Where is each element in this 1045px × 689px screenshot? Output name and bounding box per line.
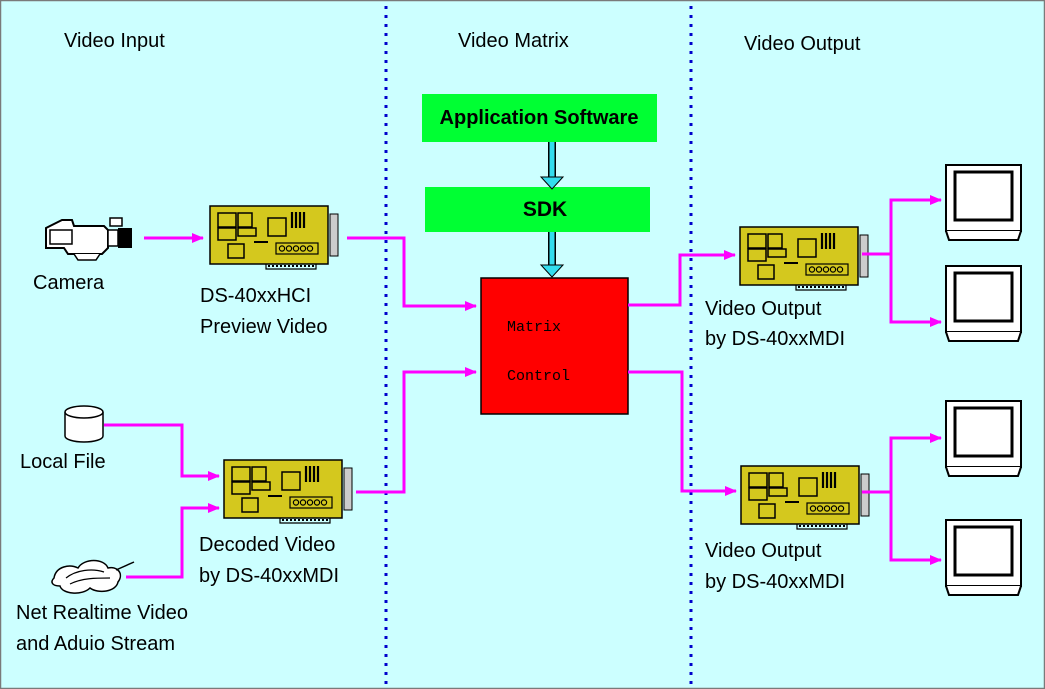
preview-card-label-line1: DS-40xxHCI	[200, 285, 311, 307]
local-file-label: Local File	[20, 451, 106, 473]
decoder-card-icon	[222, 458, 354, 525]
output-card-1-label-line1: Video Output	[705, 298, 822, 320]
sdk-box	[425, 187, 650, 232]
monitor-icon-2	[944, 264, 1023, 343]
camera-label: Camera	[33, 272, 105, 294]
matrix-control-box	[480, 277, 629, 415]
matrix-to-output2-connector	[628, 370, 737, 496]
output-card-2-label-line2: by DS-40xxMDI	[705, 571, 845, 593]
preview-card-icon	[208, 204, 340, 271]
preview-card-label-line2: Preview Video	[200, 316, 327, 338]
output-card-1-label-line2: by DS-40xxMDI	[705, 328, 845, 350]
monitor-icon-3	[944, 399, 1023, 478]
decoder-card-label-line1: Decoded Video	[199, 534, 335, 556]
matrix-control-label-line1: Matrix	[507, 319, 561, 336]
net-to-decoder-connector	[126, 503, 220, 579]
section-video-matrix: Video Matrix	[458, 30, 569, 52]
output-card-icon-2	[739, 464, 871, 531]
output1-to-monitor2-connector	[889, 254, 942, 327]
decoder-card-label-line2: by DS-40xxMDI	[199, 565, 339, 587]
net-stream-label-line1: Net Realtime Video	[16, 602, 188, 624]
output-card-2-label-line1: Video Output	[705, 540, 822, 562]
matrix-to-output1-connector	[628, 250, 736, 307]
monitor-icon-4	[944, 518, 1023, 597]
preview-to-matrix-connector	[347, 236, 477, 311]
matrix-control-label-line2: Control	[507, 368, 570, 385]
output2-to-monitor4-connector	[889, 492, 942, 565]
sdk-label: SDK	[523, 198, 567, 221]
net-stream-label-line2: and Aduio Stream	[16, 633, 175, 655]
localfile-to-decoder-connector	[104, 423, 220, 481]
camera-icon	[45, 217, 132, 261]
output1-to-monitor1-connector	[862, 195, 942, 256]
application-software-label: Application Software	[440, 107, 639, 129]
sdk-to-matrix-arrow	[539, 232, 565, 278]
section-video-output: Video Output	[744, 33, 861, 55]
decoder-to-matrix-connector	[356, 367, 477, 494]
monitor-icon-1	[944, 163, 1023, 242]
application-software-box	[422, 94, 657, 142]
database-icon	[64, 405, 104, 443]
output-card-icon-1	[738, 225, 870, 292]
app-to-sdk-arrow	[539, 142, 565, 190]
network-icon	[51, 559, 135, 594]
output2-to-monitor3-connector	[862, 433, 942, 494]
section-video-input: Video Input	[64, 30, 165, 52]
